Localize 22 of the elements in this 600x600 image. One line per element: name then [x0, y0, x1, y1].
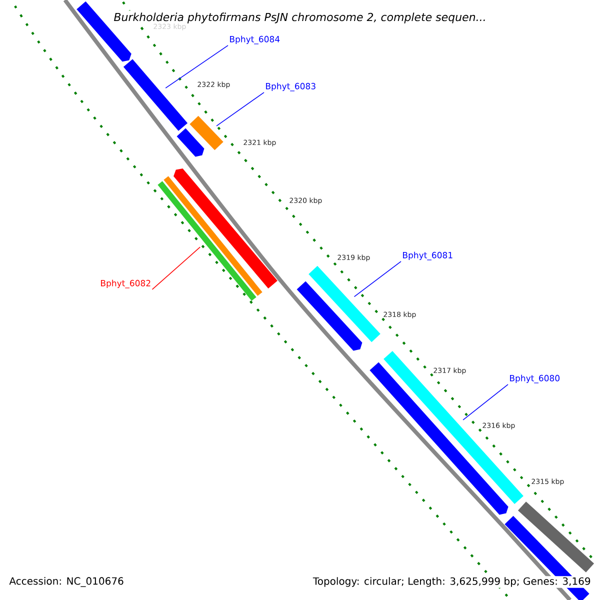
- gene-bar: [174, 168, 278, 289]
- gene-label: Bphyt_6084: [230, 36, 280, 44]
- leader-line: [152, 246, 201, 290]
- leader-line: [354, 261, 402, 298]
- summary-text: Topology: circular; Length: 3,625,999 bp; Genes: 3,169: [312, 576, 592, 588]
- gene-bar: [190, 116, 224, 150]
- gene-bar: [296, 281, 362, 351]
- gene-label: Bphyt_6080: [510, 374, 560, 384]
- leader-line: [216, 92, 264, 126]
- leader-line: [165, 45, 228, 88]
- gene-bar: [518, 502, 594, 572]
- gene-bar: [164, 176, 262, 296]
- gene-label: Bphyt_6081: [403, 252, 452, 260]
- gene-label: Bphyt_6082: [101, 280, 150, 288]
- gene-bar: [176, 128, 204, 157]
- accession-text: Accession: NC_010676: [8, 576, 125, 588]
- gene-label: Bphyt_6083: [266, 82, 316, 92]
- gene-bar: [308, 266, 380, 342]
- leader-line: [462, 384, 508, 420]
- title: Burkholderia phytofirmans PsJN chromosome 2, complete sequen...: [112, 10, 488, 26]
- gene-bar: [158, 181, 256, 301]
- gene-bar: [123, 59, 188, 131]
